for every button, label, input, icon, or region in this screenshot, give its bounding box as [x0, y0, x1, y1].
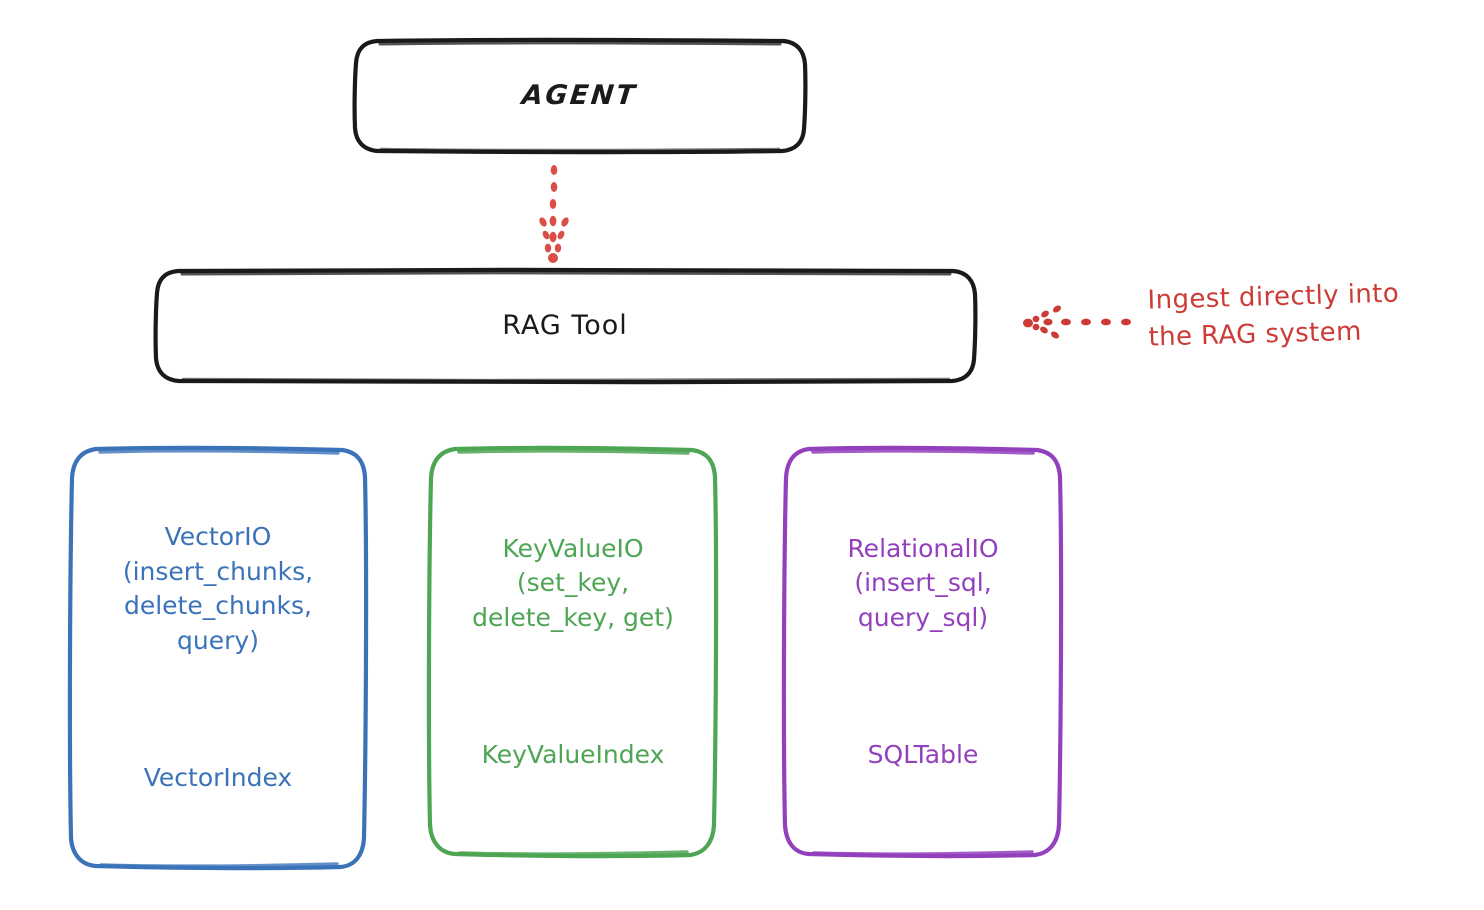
- agent-node[interactable]: AGENT: [355, 40, 805, 152]
- vector-io-api-label: VectorIO (insert_chunks, delete_chunks, …: [122, 522, 314, 655]
- relational-io-index-label: SQLTable: [867, 740, 979, 769]
- vector-io-text-spacer: [123, 693, 313, 727]
- rag-tool-node[interactable]: RAG Tool: [155, 270, 975, 382]
- key-value-io-api-label: KeyValueIO (set_key, delete_key, get): [472, 533, 674, 632]
- relational-io-box-outline: [781, 445, 1064, 859]
- key-value-io-text: KeyValueIO (set_key, delete_key, get) Ke…: [472, 497, 674, 807]
- ingest-arrow: [1023, 305, 1131, 339]
- rag-tool-label: RAG Tool: [502, 310, 628, 342]
- key-value-io-box-outline: [426, 445, 719, 859]
- key-value-io-text-spacer: [472, 670, 674, 704]
- ingest-note-label: Ingest directly into the RAG system: [1147, 278, 1400, 353]
- vector-io-index-label: VectorIndex: [143, 763, 293, 793]
- vector-io-node[interactable]: VectorIO (insert_chunks, delete_chunks, …: [70, 448, 366, 868]
- relational-io-text-spacer: [847, 670, 998, 704]
- agent-to-rag-tool-arrow: [539, 165, 569, 263]
- rag-tool-box-outline: [153, 267, 978, 385]
- agent-label: AGENT: [520, 80, 640, 112]
- relational-io-node[interactable]: RelationalIO (insert_sql, query_sql) SQL…: [785, 448, 1061, 856]
- vector-io-text: VectorIO (insert_chunks, delete_chunks, …: [123, 486, 313, 831]
- agent-box-outline: [352, 37, 808, 155]
- relational-io-api-label: RelationalIO (insert_sql, query_sql): [847, 533, 999, 632]
- key-value-io-node[interactable]: KeyValueIO (set_key, delete_key, get) Ke…: [430, 448, 716, 856]
- relational-io-text: RelationalIO (insert_sql, query_sql) SQL…: [847, 497, 998, 807]
- vector-io-box-outline: [67, 445, 369, 871]
- key-value-io-index-label: KeyValueIndex: [481, 740, 665, 769]
